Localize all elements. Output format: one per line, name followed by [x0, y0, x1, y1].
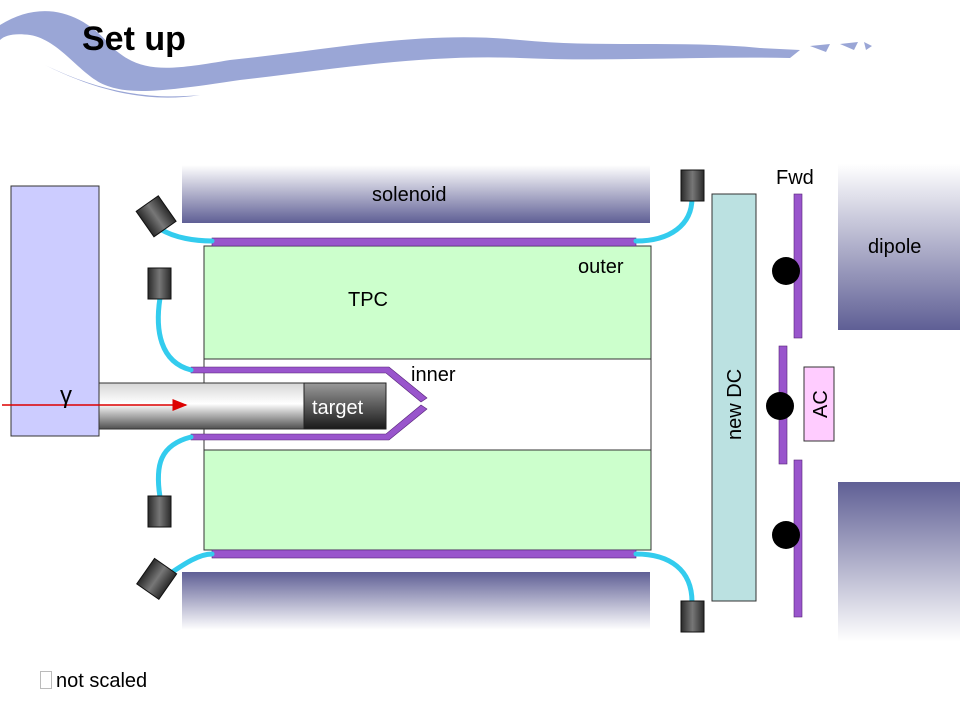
dipole-top: [838, 164, 960, 330]
label-dipole: dipole: [868, 236, 921, 258]
footnote-text: not scaled: [56, 670, 148, 692]
beam-pipe: [98, 382, 306, 430]
inner-detector-bottom: [190, 404, 428, 441]
label-inner: inner: [411, 364, 456, 386]
title-swoosh: [0, 11, 872, 98]
label-gamma: γ: [60, 382, 72, 409]
left-block: [10, 185, 100, 437]
bullet-icon: [40, 671, 52, 689]
label-new-dc: new DC: [724, 369, 746, 440]
pmt-top-left-tilted: [135, 195, 177, 238]
fwd-pmt-bottom: [772, 521, 800, 549]
tpc-upper: [203, 245, 652, 360]
fwd-pmt-top: [772, 257, 800, 285]
new-dc: [711, 193, 757, 602]
pmt-left-lower: [147, 495, 172, 528]
solenoid-top: [182, 165, 650, 223]
dipole-bottom: [838, 482, 960, 642]
pmt-left-upper: [147, 267, 172, 300]
page-title: Set up: [82, 20, 186, 58]
label-target: target: [312, 397, 364, 419]
pmt-bottom-right: [680, 600, 705, 633]
label-solenoid: solenoid: [372, 184, 447, 206]
fwd-pmt-middle: [766, 392, 794, 420]
footnote: not scaled: [40, 671, 147, 691]
light-guides: [155, 195, 695, 605]
label-ac: AC: [810, 390, 832, 418]
inner-detector-top: [190, 366, 428, 403]
target: [303, 382, 387, 430]
label-tpc: TPC: [348, 289, 388, 311]
tpc-lower: [203, 449, 652, 551]
outer-bar-bottom: [211, 549, 637, 559]
pmt-top-right: [680, 169, 705, 202]
label-outer: outer: [578, 256, 624, 278]
ac-counter: [803, 366, 835, 442]
solenoid-bottom: [182, 572, 650, 630]
pmt-bottom-left-tilted: [136, 557, 178, 601]
label-fwd: Fwd: [776, 167, 814, 189]
outer-bar-top: [211, 237, 637, 247]
